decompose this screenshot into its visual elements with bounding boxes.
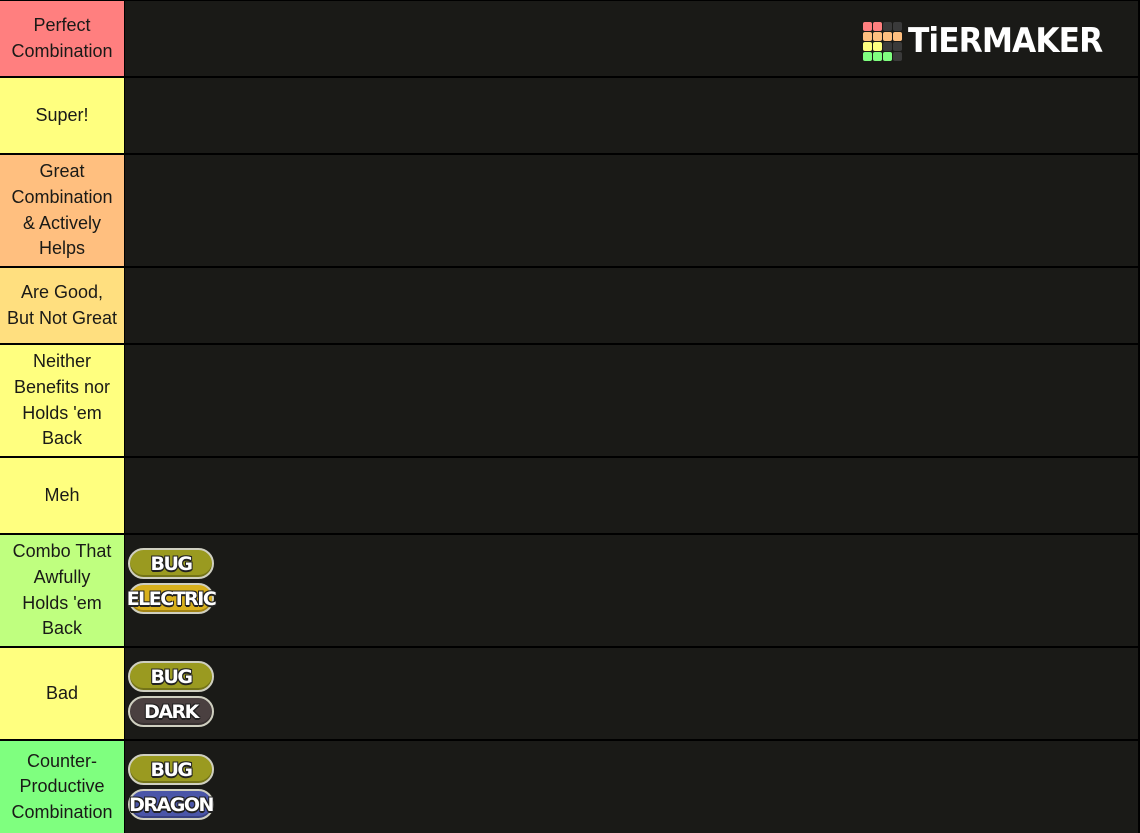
logo-grid-cell: [892, 31, 902, 41]
tier-row-bad: Bad BUG DARK: [0, 648, 1140, 739]
logo-grid-cell: [862, 41, 872, 51]
logo-grid-cell: [862, 21, 872, 31]
logo-grid-cell: [872, 51, 882, 61]
logo-grid-cell: [892, 41, 902, 51]
tier-label[interactable]: Perfect Combination: [0, 1, 124, 76]
tier-label[interactable]: Meh: [0, 458, 124, 533]
logo-grid-cell: [862, 51, 872, 61]
tiermaker-logo: TiERMAKER: [862, 21, 1119, 61]
tier-row-perfect-combination: Perfect Combination TiERMAKER: [0, 1, 1140, 76]
logo-grid-cell: [882, 41, 892, 51]
tier-items-dropzone[interactable]: BUG DARK: [125, 648, 1138, 739]
tier-items-dropzone[interactable]: [125, 345, 1138, 456]
type-badge-bug: BUG: [128, 754, 214, 785]
tier-items-dropzone[interactable]: [125, 458, 1138, 533]
tier-row-great-combination: Great Combination & Actively Helps: [0, 155, 1140, 266]
logo-grid-cell: [872, 31, 882, 41]
type-badge-bug: BUG: [128, 548, 214, 579]
tier-items-dropzone[interactable]: TiERMAKER: [125, 1, 1138, 76]
tier-items-dropzone[interactable]: [125, 268, 1138, 343]
tier-items-dropzone[interactable]: [125, 155, 1138, 266]
type-badge-dragon: DRAGON: [128, 789, 214, 820]
logo-text: TiERMAKER: [907, 21, 1103, 61]
tier-label[interactable]: Counter- Productive Combination: [0, 741, 124, 833]
logo-grid-cell: [892, 21, 902, 31]
type-badge-electric: ELECTRIC: [127, 583, 217, 614]
tier-label[interactable]: Great Combination & Actively Helps: [0, 155, 124, 266]
tier-row-counter-productive: Counter- Productive Combination BUG DRAG…: [0, 741, 1140, 833]
tier-row-meh: Meh: [0, 458, 1140, 533]
tier-label[interactable]: Super!: [0, 78, 124, 153]
tier-items-dropzone[interactable]: BUG ELECTRIC: [125, 535, 1138, 646]
logo-grid-cell: [872, 41, 882, 51]
type-combo-item[interactable]: BUG DARK: [128, 661, 214, 727]
logo-grid-cell: [892, 51, 902, 61]
tier-label[interactable]: Bad: [0, 648, 124, 739]
tier-items-dropzone[interactable]: BUG DRAGON: [125, 741, 1138, 833]
type-combo-item[interactable]: BUG ELECTRIC: [127, 548, 217, 614]
tiermaker-grid-icon: [862, 21, 902, 61]
type-badge-dark: DARK: [128, 696, 214, 727]
tier-row-super: Super!: [0, 78, 1140, 153]
tier-items-dropzone[interactable]: [125, 78, 1138, 153]
logo-grid-cell: [882, 31, 892, 41]
logo-grid-cell: [882, 51, 892, 61]
tier-row-awfully-holds-back: Combo That Awfully Holds 'em Back BUG EL…: [0, 535, 1140, 646]
logo-grid-cell: [882, 21, 892, 31]
type-badge-bug: BUG: [128, 661, 214, 692]
tier-label[interactable]: Are Good, But Not Great: [0, 268, 124, 343]
tier-row-good-not-great: Are Good, But Not Great: [0, 268, 1140, 343]
tier-row-neither: Neither Benefits nor Holds 'em Back: [0, 345, 1140, 456]
logo-grid-cell: [862, 31, 872, 41]
logo-grid-cell: [872, 21, 882, 31]
type-combo-item[interactable]: BUG DRAGON: [128, 754, 214, 820]
tier-label[interactable]: Combo That Awfully Holds 'em Back: [0, 535, 124, 646]
tier-label[interactable]: Neither Benefits nor Holds 'em Back: [0, 345, 124, 456]
